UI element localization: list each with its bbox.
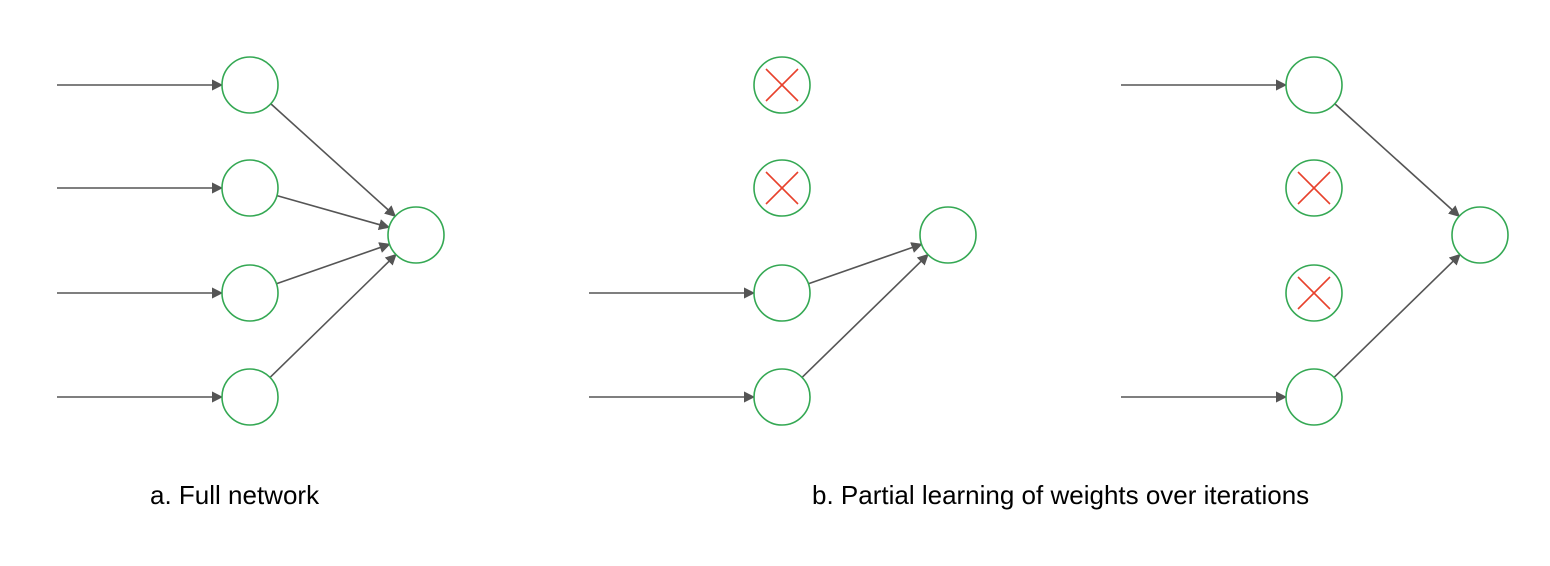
drop-cross-icon: [765, 68, 799, 102]
caption-partial-learning: b. Partial learning of weights over iter…: [812, 480, 1310, 510]
connection-arrow: [270, 103, 397, 217]
connection-arrow: [276, 194, 391, 231]
networks-layer: [57, 56, 1509, 426]
hidden-neuron: [221, 368, 279, 426]
hidden-neuron: [221, 56, 279, 114]
connection-arrow: [276, 242, 391, 285]
drop-cross-icon: [765, 171, 799, 205]
connection-arrow: [269, 253, 397, 379]
connection-arrow: [1333, 253, 1461, 379]
connection-arrow: [801, 253, 929, 379]
caption-full-network: a. Full network: [150, 480, 320, 510]
network-iteration-2: [1121, 56, 1509, 426]
drop-cross-icon: [1297, 276, 1331, 310]
hidden-neuron: [221, 264, 279, 322]
hidden-neuron: [753, 264, 811, 322]
hidden-neuron: [221, 159, 279, 217]
connection-arrow: [808, 242, 923, 285]
hidden-neuron: [753, 368, 811, 426]
network-full: [57, 56, 445, 426]
output-neuron: [919, 206, 977, 264]
output-neuron: [387, 206, 445, 264]
hidden-neuron: [1285, 56, 1343, 114]
network-iteration-1: [589, 56, 977, 426]
output-neuron: [1451, 206, 1509, 264]
connection-arrow: [1334, 103, 1461, 217]
drop-cross-icon: [1297, 171, 1331, 205]
hidden-neuron: [1285, 368, 1343, 426]
